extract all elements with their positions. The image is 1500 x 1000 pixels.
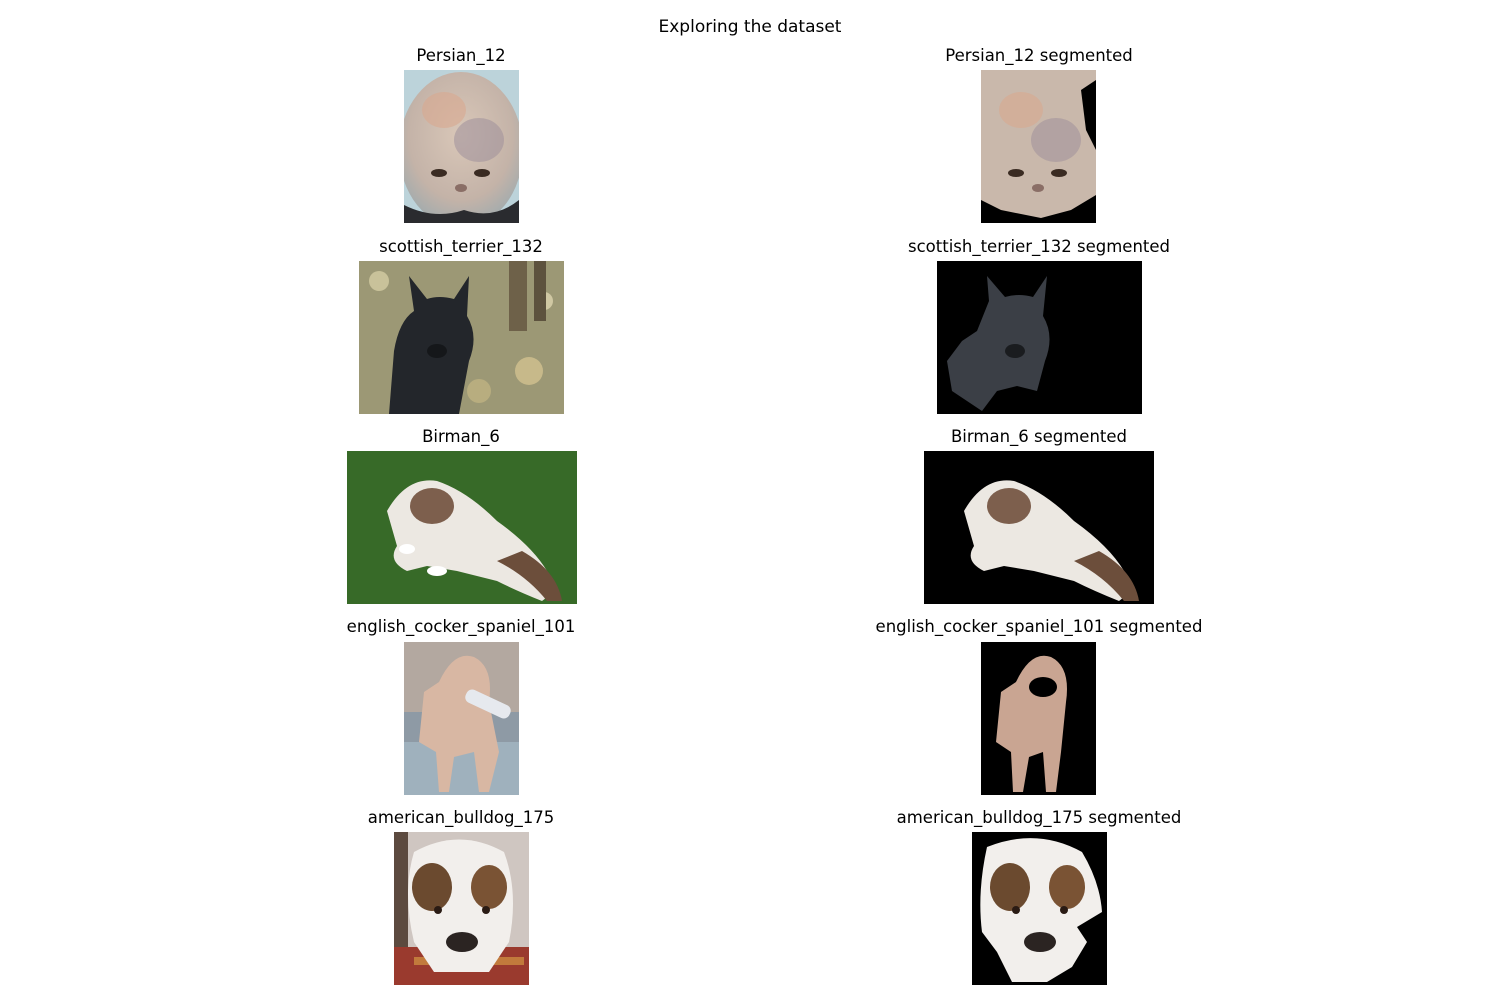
photo-segmented bbox=[981, 70, 1096, 223]
photo-original bbox=[404, 642, 519, 795]
photo-original bbox=[394, 832, 529, 985]
panel-title-original: Birman_6 bbox=[422, 427, 500, 446]
photo-segmented bbox=[924, 451, 1154, 604]
photo-original bbox=[359, 261, 564, 414]
panel-title-original: american_bulldog_175 bbox=[367, 808, 555, 827]
panel-title-original: english_cocker_spaniel_101 bbox=[346, 617, 576, 636]
panel-title-segmented: american_bulldog_175 segmented bbox=[896, 808, 1182, 827]
panel-title-segmented: scottish_terrier_132 segmented bbox=[908, 237, 1170, 256]
panel-title-original: scottish_terrier_132 bbox=[379, 237, 543, 256]
figure-title: Exploring the dataset bbox=[658, 17, 842, 37]
photo-segmented bbox=[981, 642, 1096, 795]
photo-segmented bbox=[972, 832, 1107, 985]
panel-title-segmented: Birman_6 segmented bbox=[950, 427, 1128, 446]
photo-original bbox=[347, 451, 577, 604]
photo-original bbox=[404, 70, 519, 223]
panel-title-segmented: english_cocker_spaniel_101 segmented bbox=[875, 617, 1203, 636]
photo-segmented bbox=[937, 261, 1142, 414]
panel-title-original: Persian_12 bbox=[416, 46, 506, 65]
panel-title-segmented: Persian_12 segmented bbox=[945, 46, 1133, 65]
